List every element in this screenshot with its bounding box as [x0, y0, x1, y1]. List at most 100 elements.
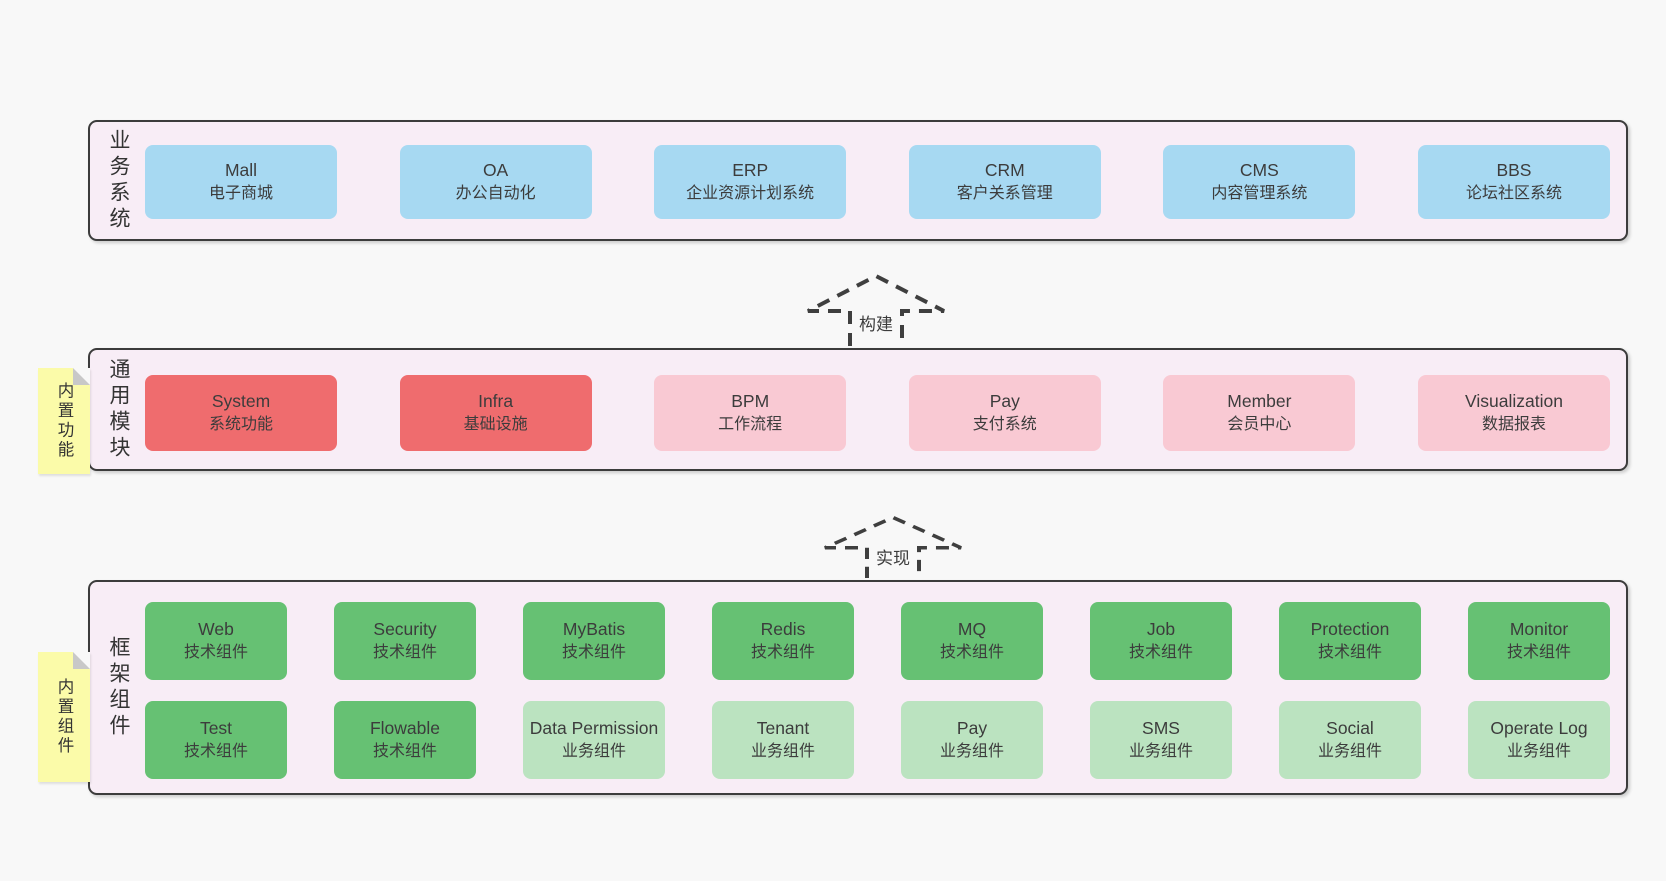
box-subtitle: 会员中心: [1227, 416, 1292, 434]
box-subtitle: 客户关系管理: [956, 185, 1053, 203]
box-title: CRM: [984, 160, 1025, 181]
box-subtitle: 企业资源计划系统: [686, 185, 815, 203]
sticky-note-built-in-features: 内置功能: [38, 368, 90, 474]
box-title: Mall: [224, 160, 258, 181]
box-subtitle: 技术组件: [372, 644, 437, 662]
note-text: 内置组件: [55, 678, 73, 756]
arrow-build: 构建: [805, 272, 947, 346]
box-subtitle: 业务组件: [561, 743, 626, 761]
box-data-permission: Data Permission 业务组件: [523, 701, 665, 779]
box-pay-component: Pay 业务组件: [901, 701, 1043, 779]
box-subtitle: 业务组件: [939, 743, 1004, 761]
box-pay-module: Pay 支付系统: [908, 375, 1101, 451]
box-infra: Infra 基础设施: [399, 375, 592, 451]
arrow-implement-label: 实现: [874, 544, 912, 569]
box-title: Pay: [989, 391, 1020, 412]
box-job: Job 技术组件: [1090, 602, 1232, 680]
arrow-build-label: 构建: [857, 310, 895, 335]
common-modules-row: System 系统功能 Infra 基础设施 BPM 工作流程 Pay 支付系统…: [145, 375, 1610, 451]
box-title: Pay: [956, 718, 988, 739]
box-subtitle: 技术组件: [1506, 644, 1571, 662]
box-subtitle: 系统功能: [208, 416, 273, 434]
box-title: MyBatis: [562, 619, 626, 640]
box-title: Operate Log: [1490, 718, 1588, 739]
box-subtitle: 办公自动化: [455, 185, 536, 203]
box-cms: CMS 内容管理系统: [1163, 145, 1356, 219]
box-mybatis: MyBatis 技术组件: [523, 602, 665, 680]
box-title: System: [211, 391, 271, 412]
box-visualization: Visualization 数据报表: [1417, 375, 1610, 451]
box-social: Social 业务组件: [1279, 701, 1421, 779]
box-subtitle: 电子商城: [208, 185, 273, 203]
framework-components-row-2: Test 技术组件 Flowable 技术组件 Data Permission …: [145, 701, 1610, 779]
box-title: Security: [373, 619, 437, 640]
layer-label-business-systems: 业务系统: [107, 128, 130, 233]
box-test: Test 技术组件: [145, 701, 287, 779]
box-title: Monitor: [1509, 619, 1569, 640]
box-subtitle: 数据报表: [1481, 416, 1546, 434]
box-system: System 系统功能: [145, 375, 337, 451]
box-subtitle: 技术组件: [1128, 644, 1193, 662]
box-bpm: BPM 工作流程: [654, 375, 847, 451]
box-subtitle: 论坛社区系统: [1465, 185, 1562, 203]
box-title: Data Permission: [529, 718, 659, 739]
box-title: ERP: [732, 160, 769, 181]
dashed-up-arrow-icon: [807, 273, 945, 346]
box-tenant: Tenant 业务组件: [712, 701, 854, 779]
box-oa: OA 办公自动化: [399, 145, 592, 219]
box-subtitle: 技术组件: [1317, 644, 1382, 662]
arrow-implement: 实现: [822, 514, 964, 578]
box-title: BPM: [731, 391, 770, 412]
box-subtitle: 业务组件: [1506, 743, 1571, 761]
layer-business-systems: 业务系统 Mall 电子商城 OA 办公自动化 ERP 企业资源计划系统 CRM…: [88, 120, 1628, 241]
box-subtitle: 技术组件: [750, 644, 815, 662]
box-subtitle: 支付系统: [972, 416, 1037, 434]
box-title: Web: [198, 619, 234, 640]
layer-framework-components: 框架组件 Web 技术组件 Security 技术组件 MyBatis 技术组件…: [88, 580, 1628, 795]
box-subtitle: 技术组件: [183, 644, 248, 662]
box-subtitle: 基础设施: [463, 416, 528, 434]
box-member: Member 会员中心: [1163, 375, 1356, 451]
box-web: Web 技术组件: [145, 602, 287, 680]
box-redis: Redis 技术组件: [712, 602, 854, 680]
box-operate-log: Operate Log 业务组件: [1468, 701, 1610, 779]
box-subtitle: 工作流程: [718, 416, 783, 434]
box-mq: MQ 技术组件: [901, 602, 1043, 680]
box-title: CMS: [1239, 160, 1279, 181]
note-text: 内置功能: [55, 382, 73, 460]
box-protection: Protection 技术组件: [1279, 602, 1421, 680]
box-subtitle: 内容管理系统: [1211, 185, 1308, 203]
box-title: Test: [199, 718, 233, 739]
box-title: Redis: [760, 619, 806, 640]
box-title: SMS: [1142, 718, 1180, 739]
box-crm: CRM 客户关系管理: [908, 145, 1101, 219]
box-title: Social: [1326, 718, 1374, 739]
box-subtitle: 业务组件: [1317, 743, 1382, 761]
box-erp: ERP 企业资源计划系统: [654, 145, 847, 219]
box-title: Protection: [1310, 619, 1390, 640]
box-subtitle: 业务组件: [1128, 743, 1193, 761]
box-title: Member: [1227, 391, 1292, 412]
layer-label-common-modules: 通用模块: [107, 357, 130, 462]
box-title: Visualization: [1465, 391, 1563, 412]
box-title: Job: [1146, 619, 1176, 640]
box-security: Security 技术组件: [334, 602, 476, 680]
dashed-up-arrow-icon: [824, 515, 962, 578]
box-title: Infra: [478, 391, 514, 412]
box-subtitle: 技术组件: [372, 743, 437, 761]
layer-label-framework-components: 框架组件: [107, 635, 130, 740]
box-title: OA: [482, 160, 509, 181]
box-subtitle: 技术组件: [561, 644, 626, 662]
box-subtitle: 技术组件: [183, 743, 248, 761]
box-title: MQ: [957, 619, 987, 640]
box-subtitle: 业务组件: [750, 743, 815, 761]
box-monitor: Monitor 技术组件: [1468, 602, 1610, 680]
box-subtitle: 技术组件: [939, 644, 1004, 662]
box-title: Tenant: [756, 718, 810, 739]
box-bbs: BBS 论坛社区系统: [1417, 145, 1610, 219]
box-title: Flowable: [369, 718, 441, 739]
box-sms: SMS 业务组件: [1090, 701, 1232, 779]
layer-common-modules: 通用模块 System 系统功能 Infra 基础设施 BPM 工作流程 Pay…: [88, 348, 1628, 471]
box-title: BBS: [1496, 160, 1532, 181]
